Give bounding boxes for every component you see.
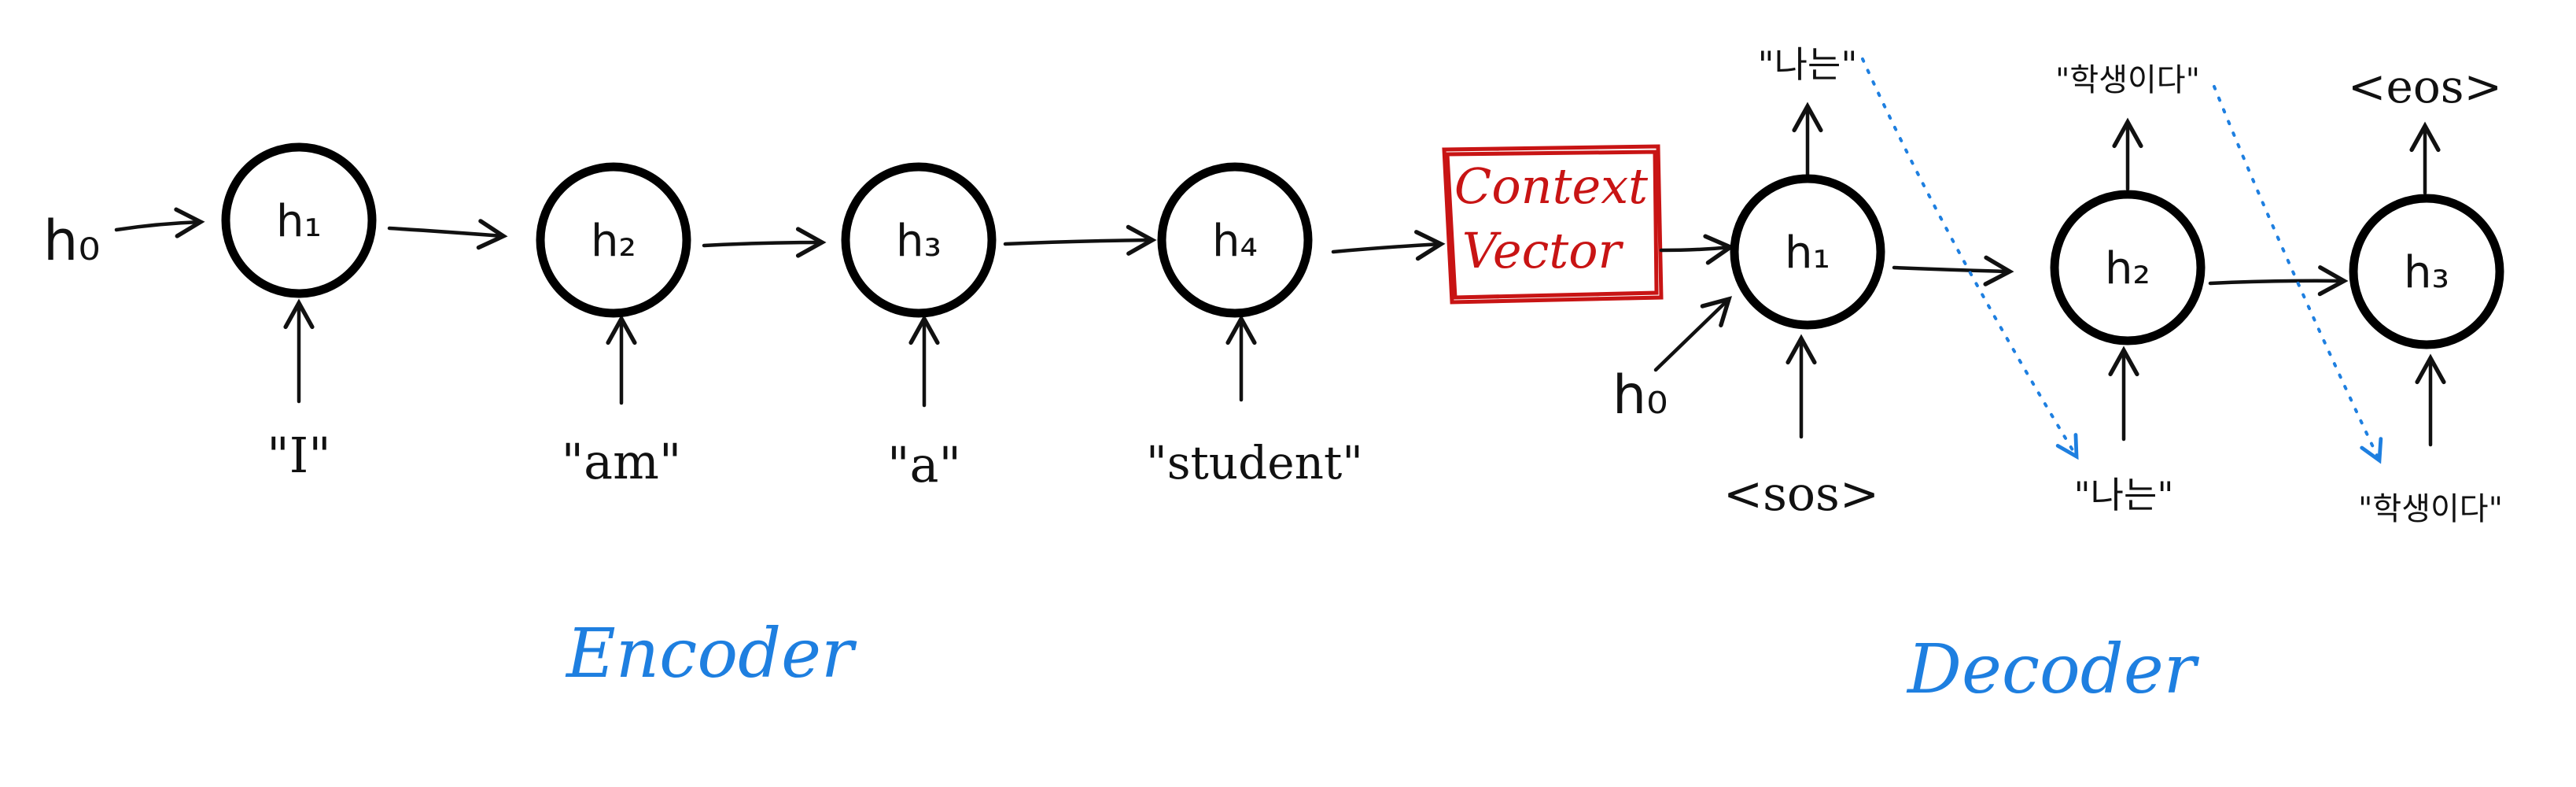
context-vector-line2: Vector <box>1462 222 1624 279</box>
encoder-arrow-h2-h3 <box>702 227 827 258</box>
encoder-label: Encoder <box>565 615 857 693</box>
encoder-node-h4-label: h₄ <box>1212 216 1258 267</box>
decoder-label: Decoder <box>1906 630 2200 709</box>
decoder-output-3: <eos> <box>2348 60 2502 113</box>
encoder-arrow-h4-context <box>1331 230 1446 261</box>
decoder-node-h3-label: h₃ <box>2404 247 2449 298</box>
decoder-arrow-h2-h3 <box>2208 265 2349 297</box>
encoder-arrow-h0-h1 <box>114 207 205 238</box>
context-vector-line1: Context <box>1454 157 1648 215</box>
encoder-input-4: "student" <box>1146 436 1363 490</box>
encoder-node-h3-label: h₃ <box>896 216 942 267</box>
decoder-initial-state: h₀ <box>1612 364 1668 427</box>
decoder-node-h3: h₃ <box>2349 194 2504 349</box>
encoder-node-h2: h₂ <box>536 162 691 318</box>
context-vector: Context Vector <box>1442 144 1664 305</box>
encoder-arrow-h1-h2 <box>387 219 508 250</box>
decoder-feedback-arrow-2 <box>2213 85 2383 464</box>
decoder-node-h2-label: h₂ <box>2105 243 2150 294</box>
decoder-input-1: <sos> <box>1723 467 1879 522</box>
decoder-arrow-h0-h1 <box>1653 296 1732 372</box>
encoder-initial-state: h₀ <box>43 209 100 273</box>
decoder-output-2: "학생이다" <box>2055 62 2200 98</box>
encoder-input-1: "I" <box>267 427 331 484</box>
encoder-input-3: "a" <box>887 436 961 493</box>
decoder-arrow-h1-h2 <box>1892 255 2014 286</box>
encoder-node-h4: h₄ <box>1157 162 1313 318</box>
encoder: h₀ h₁ h₂ h₃ h₄ "I" "am" "a" <box>43 142 1446 693</box>
encoder-input-2: "am" <box>562 433 682 490</box>
decoder-input-2: "나는" <box>2074 474 2174 516</box>
encoder-node-h1-label: h₁ <box>276 196 322 247</box>
encoder-node-h3: h₃ <box>841 162 997 318</box>
encoder-node-h1: h₁ <box>221 142 377 298</box>
encoder-arrow-h3-h4 <box>1003 224 1157 256</box>
decoder-input-3: "학생이다" <box>2358 491 2503 527</box>
decoder-feedback-arrow-1 <box>1861 57 2079 460</box>
decoder-output-1: "나는" <box>1758 43 1858 86</box>
decoder: h₀ h₁ h₂ h₃ <sos> "나는" "학생이다" <box>1612 43 2504 709</box>
decoder-node-h1-label: h₁ <box>1785 227 1830 279</box>
decoder-arrow-context-h1 <box>1659 234 1735 265</box>
encoder-node-h2-label: h₂ <box>591 216 636 267</box>
decoder-node-h2: h₂ <box>2050 190 2206 345</box>
decoder-node-h1: h₁ <box>1730 174 1885 330</box>
context-vector-box <box>1442 144 1664 305</box>
